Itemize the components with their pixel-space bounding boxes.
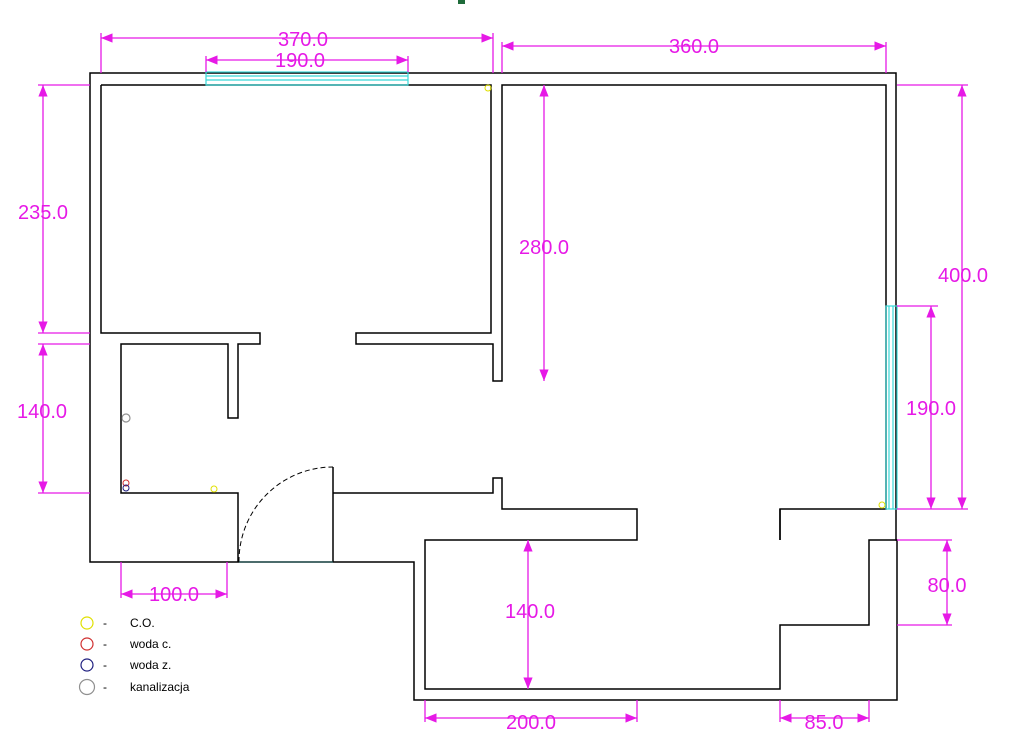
dim-235: 235.0 xyxy=(18,202,68,224)
legend-item-cold-water: - woda z. xyxy=(80,658,171,672)
cold-water-circle-icon xyxy=(80,658,94,672)
svg-text:-: - xyxy=(103,616,107,630)
co-symbol-right xyxy=(878,501,886,509)
window-right xyxy=(885,305,898,510)
dim-370: 370.0 xyxy=(278,29,328,51)
svg-text:C.O.: C.O. xyxy=(130,616,155,630)
svg-text:-: - xyxy=(103,680,107,694)
dim-190-right: 190.0 xyxy=(906,398,956,420)
room-top-left-bottom-wall xyxy=(100,85,261,562)
cold-water-symbol xyxy=(122,484,130,492)
dim-140-bottom: 140.0 xyxy=(505,601,555,623)
svg-text:woda z.: woda z. xyxy=(129,658,171,672)
window-top xyxy=(205,71,409,86)
dim-360: 360.0 xyxy=(669,36,719,58)
sewer-circle-icon xyxy=(78,678,96,696)
entrance-door xyxy=(238,466,334,563)
legend-item-co: - C.O. xyxy=(80,616,155,630)
walls xyxy=(89,72,898,701)
hot-water-circle-icon xyxy=(80,637,94,651)
legend-item-hot-water: - woda c. xyxy=(80,637,171,651)
dim-100: 100.0 xyxy=(149,584,199,606)
svg-text:-: - xyxy=(103,658,107,672)
dim-80: 80.0 xyxy=(928,575,967,597)
dim-200: 200.0 xyxy=(506,712,556,734)
co-circle-icon xyxy=(80,616,94,630)
outer-wall xyxy=(89,72,898,701)
co-symbol-bathroom xyxy=(210,485,218,493)
dim-140-left: 140.0 xyxy=(17,401,67,423)
utility-symbols xyxy=(121,84,886,509)
dim-400: 400.0 xyxy=(938,265,988,287)
legend-item-sewer: - kanalizacja xyxy=(78,678,190,696)
svg-text:kanalizacja: kanalizacja xyxy=(130,680,190,694)
dimensions: 370.0 190.0 360.0 235.0 140.0 280.0 400.… xyxy=(17,29,988,734)
hot-water-symbol xyxy=(122,479,130,487)
dim-280: 280.0 xyxy=(519,237,569,259)
dim-190-top: 190.0 xyxy=(275,50,325,72)
svg-text:-: - xyxy=(103,637,107,651)
svg-text:woda c.: woda c. xyxy=(129,637,171,651)
co-symbol-top xyxy=(484,84,492,92)
sewer-symbol xyxy=(121,413,131,423)
room-top-left-wall xyxy=(101,84,887,540)
legend: - C.O. - woda c. - woda z. - kanalizacja xyxy=(78,616,190,696)
top-fragment xyxy=(458,0,465,4)
dim-85: 85.0 xyxy=(805,712,844,734)
